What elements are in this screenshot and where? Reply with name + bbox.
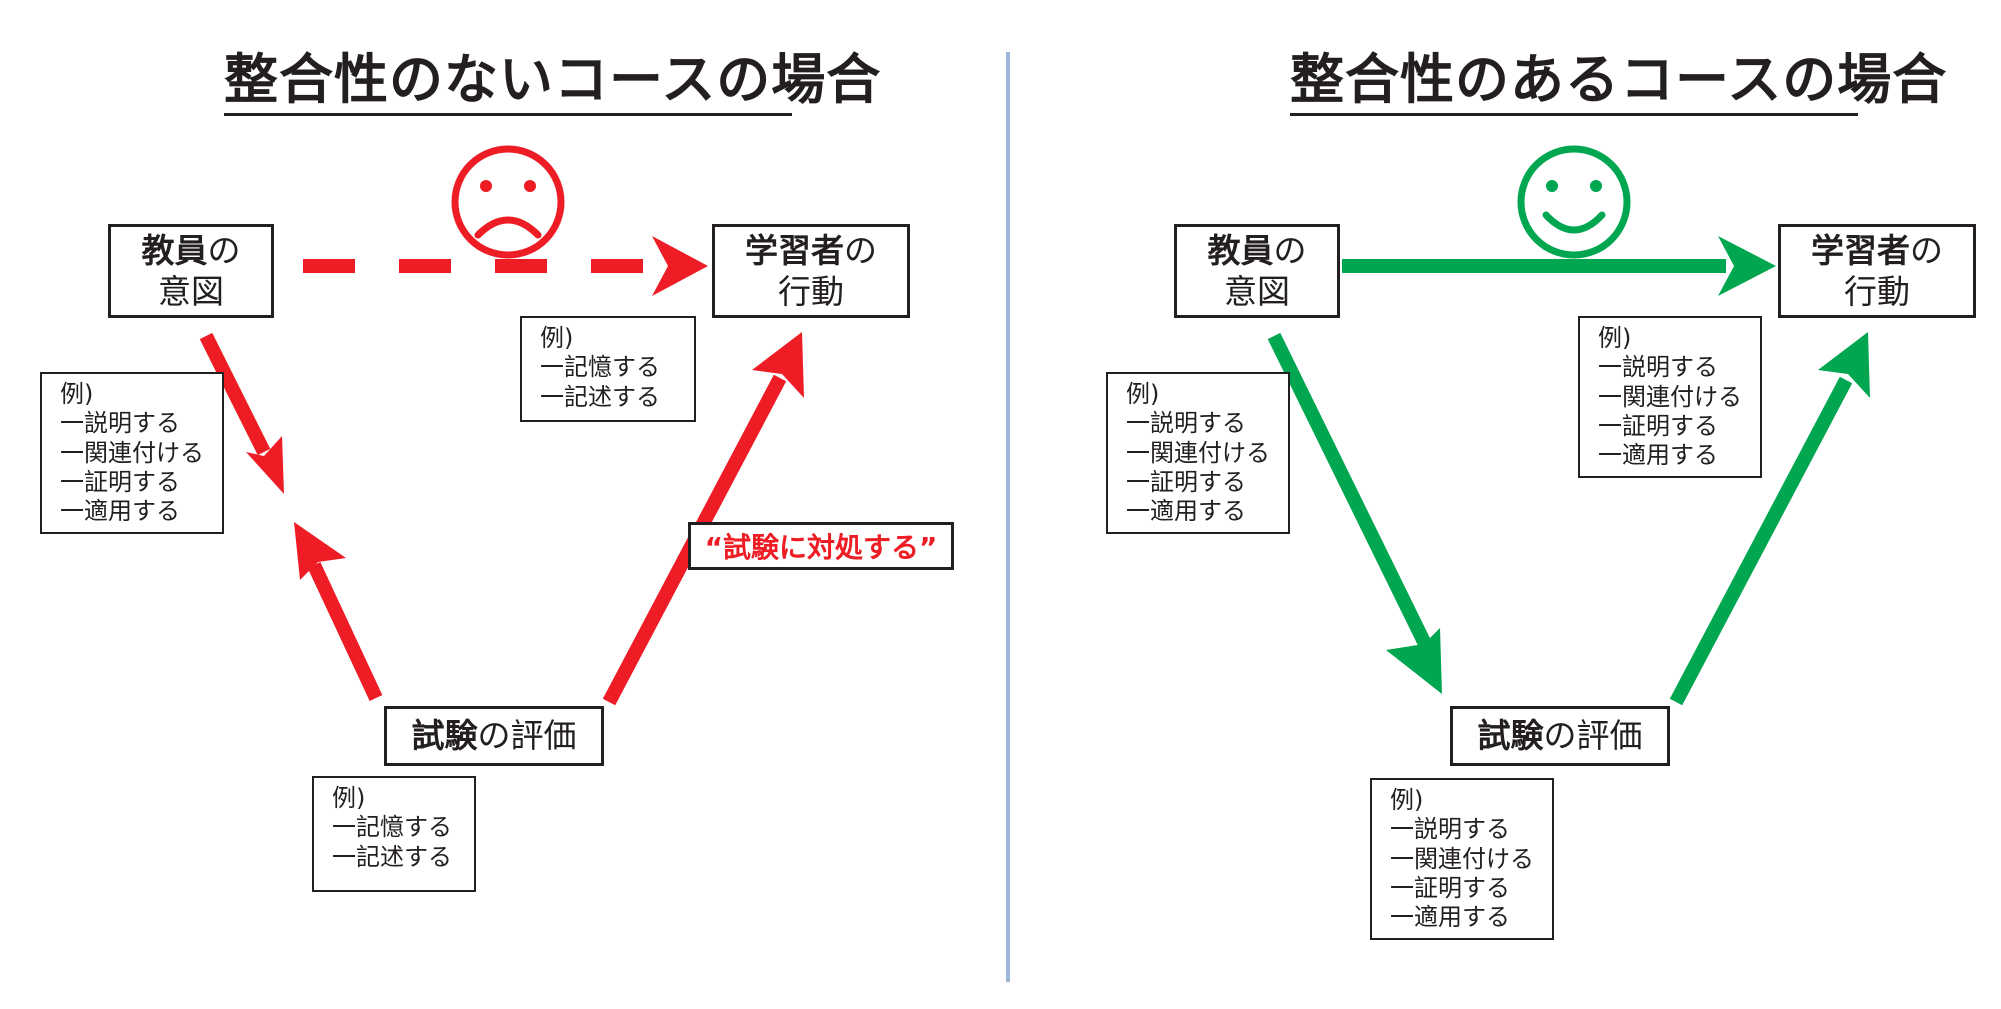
node-bold-label: 学習者 xyxy=(745,230,844,270)
panel-divider xyxy=(1006,52,1010,982)
example-item: 例) xyxy=(1126,380,1160,408)
node-label: の評価 xyxy=(477,716,577,756)
happy-face-icon xyxy=(1517,145,1631,259)
arrow-intent-down-broken xyxy=(199,332,284,494)
example-item: 一説明する xyxy=(1126,409,1246,438)
example-item: 一記述する xyxy=(332,842,452,871)
arrow-exam-up-broken xyxy=(294,522,383,701)
left-example-box-behavior: 例) 一記憶する 一記述する xyxy=(520,316,696,422)
example-item: 一記憶する xyxy=(540,353,660,382)
right-title: 整合性のあるコースの場合 xyxy=(1290,50,1946,117)
node-label-line2: 行動 xyxy=(1844,272,1910,311)
example-item: 一適用する xyxy=(1126,497,1246,526)
right-example-box-behavior: 例) 一説明する 一関連付ける 一証明する 一適用する xyxy=(1578,316,1762,478)
example-item: 例) xyxy=(60,380,94,408)
sad-face-icon xyxy=(451,145,565,259)
example-item: 一証明する xyxy=(1126,467,1246,496)
example-item: 一関連付ける xyxy=(60,438,204,467)
node-label: の xyxy=(207,230,241,270)
example-item: 一関連付ける xyxy=(1390,844,1534,873)
example-item: 一適用する xyxy=(1390,903,1510,932)
dashed-arrow-intent-to-behavior xyxy=(303,236,708,296)
arrow-exam-to-behavior-good xyxy=(1669,332,1870,706)
left-example-box-exam: 例) 一記憶する 一記述する xyxy=(312,776,476,892)
right-teacher-intent-node: 教員の 意図 xyxy=(1174,224,1340,318)
example-item: 一関連付ける xyxy=(1598,382,1742,411)
node-label-line2: 行動 xyxy=(778,272,844,311)
node-bold-label: 教員 xyxy=(1207,230,1274,270)
example-item: 一証明する xyxy=(1598,411,1718,440)
arrow-intent-to-exam-good xyxy=(1267,332,1442,694)
example-item: 一証明する xyxy=(60,467,180,496)
example-item: 一適用する xyxy=(1598,441,1718,470)
example-item: 例) xyxy=(1390,786,1424,814)
example-item: 一説明する xyxy=(60,409,180,438)
left-title: 整合性のないコースの場合 xyxy=(224,50,880,117)
example-item: 例) xyxy=(540,324,574,352)
right-learner-behavior-node: 学習者の 行動 xyxy=(1778,224,1976,318)
node-label: の xyxy=(1273,230,1307,270)
example-item: 例) xyxy=(1598,324,1632,352)
left-learner-behavior-node: 学習者の 行動 xyxy=(712,224,910,318)
node-bold-label: 学習者 xyxy=(1811,230,1910,270)
node-bold-label: 試験 xyxy=(1477,716,1544,756)
example-item: 一記憶する xyxy=(332,813,452,842)
node-label: の xyxy=(1910,230,1943,270)
node-bold-label: 教員 xyxy=(141,230,208,270)
node-label: の評価 xyxy=(1543,716,1643,756)
right-example-box-exam: 例) 一説明する 一関連付ける 一証明する 一適用する xyxy=(1370,778,1554,940)
right-example-box-intent: 例) 一説明する 一関連付ける 一証明する 一適用する xyxy=(1106,372,1290,534)
example-item: 一説明する xyxy=(1390,815,1510,844)
example-item: 一証明する xyxy=(1390,873,1510,902)
node-label-line2: 意図 xyxy=(158,272,224,311)
example-item: 一説明する xyxy=(1598,353,1718,382)
right-exam-node: 試験の評価 xyxy=(1450,706,1670,766)
left-teacher-intent-node: 教員の 意図 xyxy=(108,224,274,318)
left-exam-node: 試験の評価 xyxy=(384,706,604,766)
left-callout-cope-with-exam: “試験に対処する” xyxy=(688,522,954,570)
node-label-line2: 意図 xyxy=(1224,272,1290,311)
example-item: 例) xyxy=(332,784,366,812)
node-label: の xyxy=(844,230,877,270)
example-item: 一関連付ける xyxy=(1126,438,1270,467)
example-item: 一適用する xyxy=(60,497,180,526)
example-item: 一記述する xyxy=(540,382,660,411)
left-example-box-intent: 例) 一説明する 一関連付ける 一証明する 一適用する xyxy=(40,372,224,534)
node-bold-label: 試験 xyxy=(411,716,478,756)
arrow-intent-to-behavior-good xyxy=(1342,236,1776,296)
